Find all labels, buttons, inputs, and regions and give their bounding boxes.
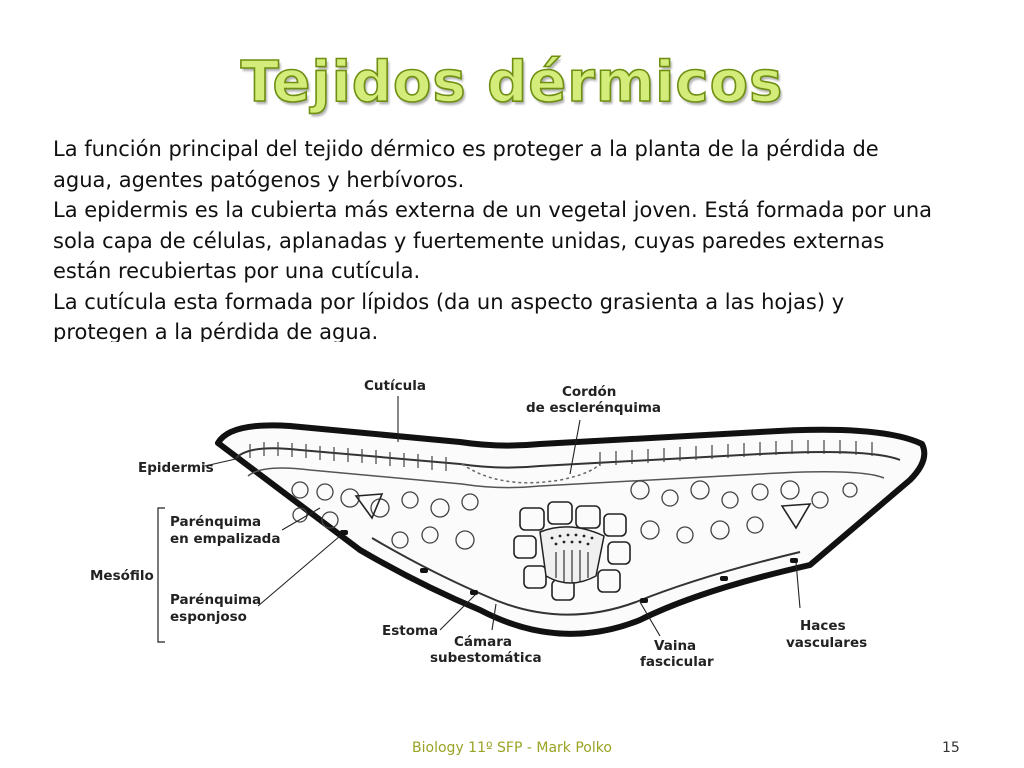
small-bundle-left xyxy=(354,493,384,520)
lower-epidermis-line xyxy=(371,537,801,616)
label-haces-line2: vasculares xyxy=(786,635,867,651)
paragraph-function: La función principal del tejido dérmico … xyxy=(53,137,879,192)
mesophyll-cells xyxy=(291,480,858,550)
label-mesofilo: Mesófilo xyxy=(90,568,154,584)
label-cuticula: Cutícula xyxy=(364,378,426,394)
vascular-bundle xyxy=(513,501,631,601)
label-camara-line2: subestomática xyxy=(430,650,542,666)
label-esponjoso-line2: esponjoso xyxy=(170,609,247,625)
leader-lines xyxy=(204,396,801,637)
label-haces-line1: Haces xyxy=(800,618,846,634)
label-vaina-line1: Vaina xyxy=(654,638,696,654)
label-vaina-line2: fascicular xyxy=(640,654,714,670)
leaf-cross-section-diagram: Cutícula Cordón de esclerénquima Epiderm… xyxy=(90,378,928,670)
paragraph-cuticle: La cutícula esta formada por lípidos (da… xyxy=(53,289,845,343)
stomata xyxy=(340,530,798,603)
label-cordon-line1: Cordón xyxy=(562,384,616,400)
small-bundle-right xyxy=(780,503,812,530)
palisade-lower-line xyxy=(247,467,885,489)
page-number: 15 xyxy=(942,740,960,756)
leaf-cross-section-figure: Cutícula Cordón de esclerénquima Epiderm… xyxy=(0,340,1024,700)
label-camara-line1: Cámara xyxy=(454,634,512,650)
slide-title: Tejidos dérmicos xyxy=(240,49,784,116)
upper-epidermis-inner-line xyxy=(235,447,901,469)
label-cordon-line2: de esclerénquima xyxy=(526,400,661,416)
epidermis-cells xyxy=(249,440,873,471)
label-empalizada-line1: Parénquima xyxy=(170,514,261,530)
label-empalizada-line2: en empalizada xyxy=(170,531,280,547)
paragraph-epidermis: La epidermis es la cubierta más externa … xyxy=(53,198,932,283)
sclerenchyma-strand xyxy=(461,463,601,484)
label-estoma: Estoma xyxy=(382,623,438,639)
label-esponjoso-line1: Parénquima xyxy=(170,592,261,608)
footer-text: Biology 11º SFP - Mark Polko xyxy=(412,740,612,756)
label-epidermis: Epidermis xyxy=(138,460,214,476)
mesofilo-bracket xyxy=(157,507,165,643)
body-text: La función principal del tejido dérmico … xyxy=(53,134,933,342)
